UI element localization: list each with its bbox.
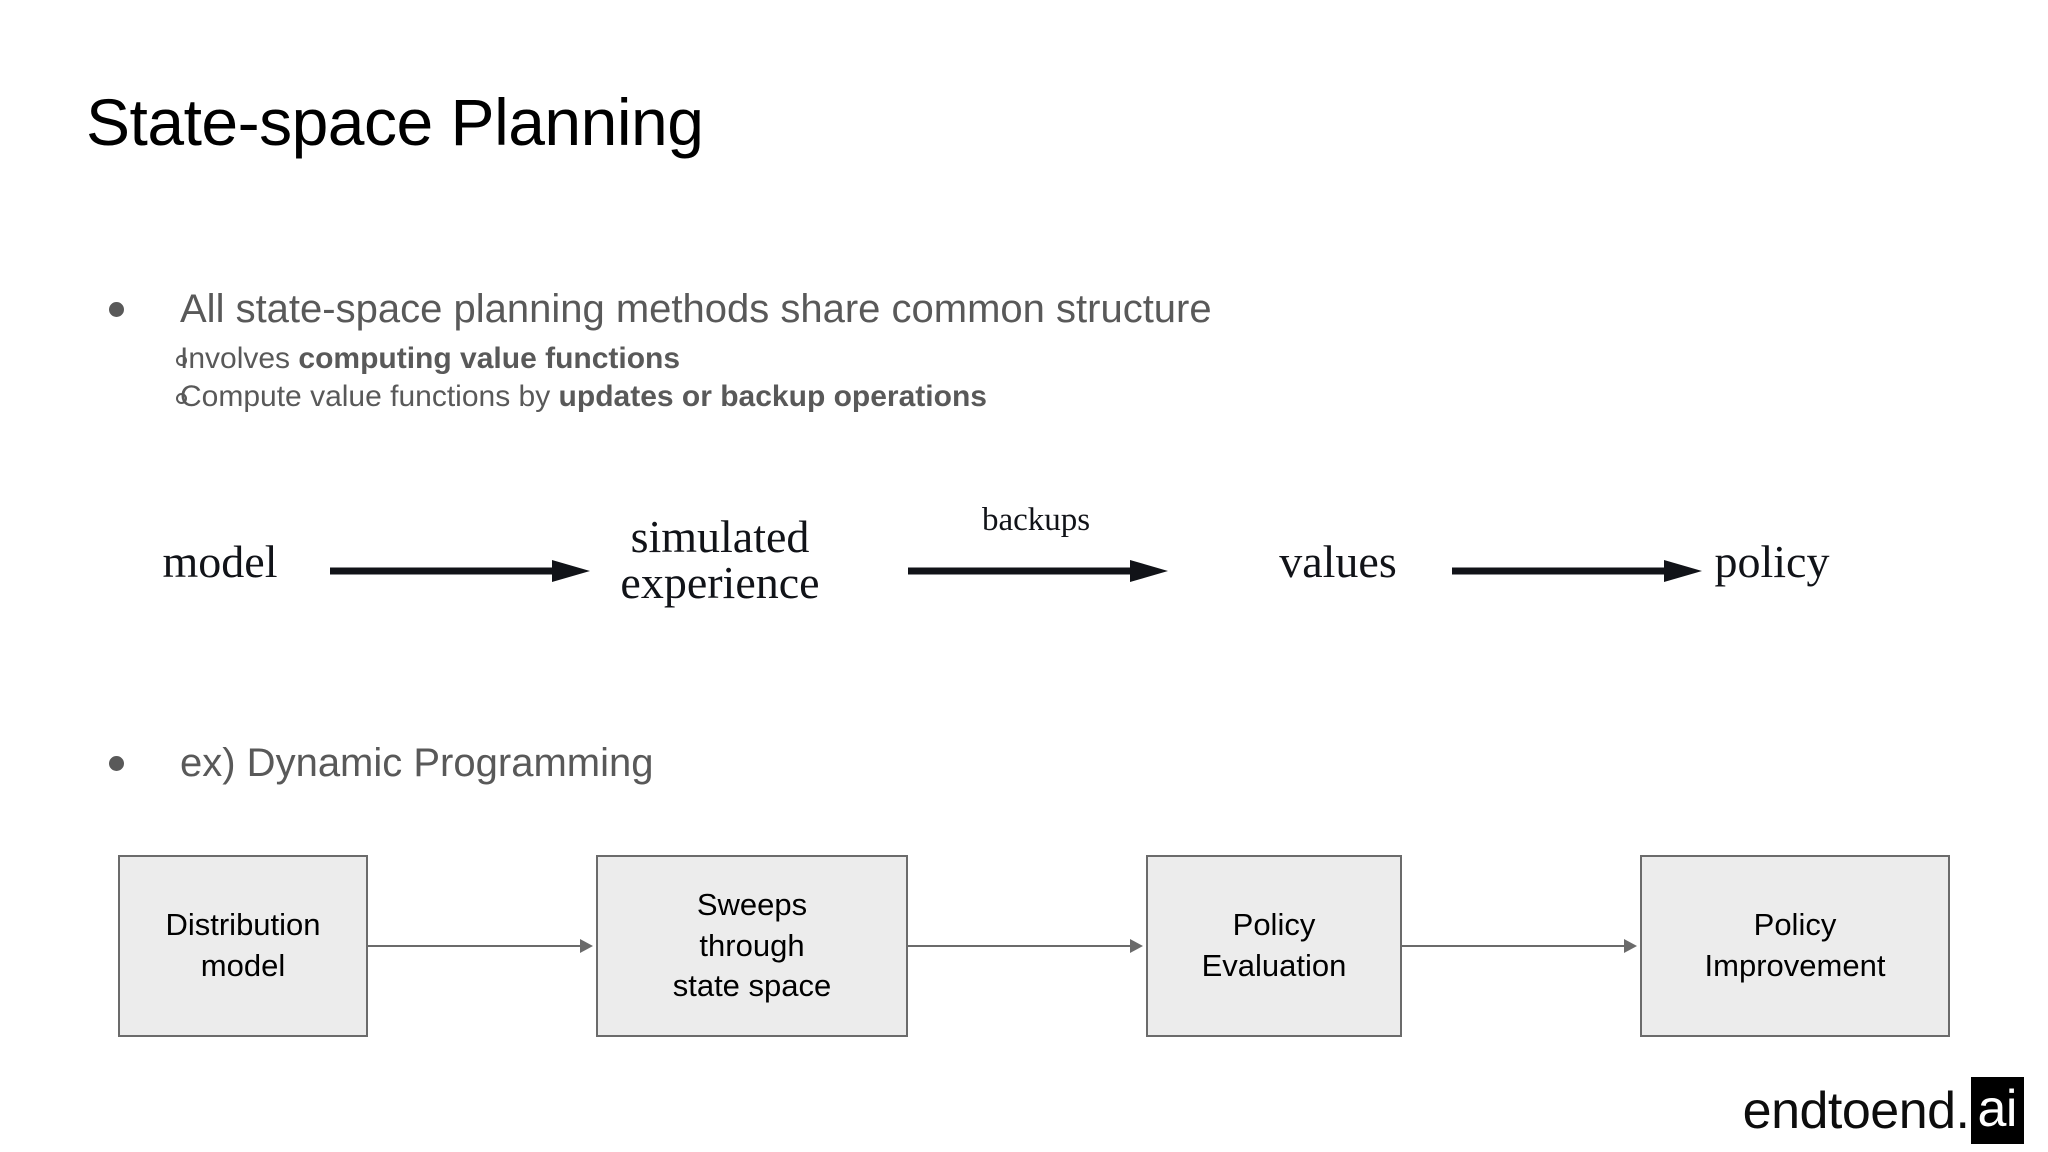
flowchart-box-1-line1: Distribution: [165, 907, 321, 943]
bullet-list-top: All state-space planning methods share c…: [100, 286, 1800, 417]
flowchart-arrowhead-3-icon: [1624, 939, 1637, 953]
subbullet-2-label: Compute value functions by updates or ba…: [180, 379, 987, 415]
diagram-node-model: model: [162, 536, 278, 587]
page-title: State-space Planning: [86, 85, 704, 159]
subbullet-1-label: Involves computing value functions: [180, 341, 680, 377]
flowchart-box-2-line3: state space: [672, 968, 832, 1004]
flowchart-arrowhead-2-icon: [1130, 939, 1143, 953]
diagram-node-simulated-experience: simulated experience: [600, 514, 840, 606]
flowchart-connector-2: [908, 945, 1130, 947]
list-item-subbullet-1: Involves computing value functions: [100, 341, 1800, 377]
list-item-bullet-1: All state-space planning methods share c…: [100, 286, 1800, 333]
diagram-arrow-experience-to-values: [908, 558, 1168, 584]
flowchart-box-policy-improvement: Policy Improvement: [1640, 855, 1950, 1037]
list-item-bullet-2: ex) Dynamic Programming: [100, 740, 1800, 787]
diagram-arrow-values-to-policy: [1452, 558, 1702, 584]
diagram-arrow-label-backups: backups: [982, 502, 1091, 538]
flowchart-box-4-line1: Policy: [1753, 907, 1837, 943]
diagram-node-simulated-experience-line2: experience: [620, 557, 820, 608]
dynamic-programming-flowchart: Distribution model Sweeps through state …: [0, 850, 2048, 1037]
flowchart-box-3-line1: Policy: [1232, 907, 1316, 943]
bullet-2-label: ex) Dynamic Programming: [180, 741, 654, 785]
subbullet-2-bold: updates or backup operations: [558, 380, 987, 414]
bullet-list-bottom: ex) Dynamic Programming: [100, 740, 1800, 795]
bullet-circle-icon: [100, 341, 187, 370]
flowchart-box-1-line2: model: [200, 948, 286, 983]
subbullet-1-plain: Involves: [180, 342, 299, 376]
flowchart-box-3-line2: Evaluation: [1201, 948, 1347, 983]
flowchart-box-4-line2: Improvement: [1704, 948, 1886, 983]
diagram-node-policy: policy: [1714, 536, 1830, 587]
flowchart-box-policy-evaluation: Policy Evaluation: [1146, 855, 1402, 1037]
logo-ai-badge: ai: [1970, 1077, 2024, 1144]
flowchart-box-distribution-model: Distribution model: [118, 855, 368, 1037]
subbullet-1-bold: computing value functions: [298, 342, 681, 376]
bullet-circle-icon: [100, 379, 187, 408]
flowchart-connector-3: [1402, 945, 1624, 947]
diagram-arrow-model-to-experience: [330, 558, 590, 584]
flowchart-arrowhead-1-icon: [580, 939, 593, 953]
planning-flow-diagram: model simulated experience backups value…: [0, 490, 2048, 640]
bullet-disc-icon: [100, 740, 180, 775]
bullet-1-label: All state-space planning methods share c…: [180, 287, 1212, 331]
diagram-node-simulated-experience-line1: simulated: [630, 511, 810, 562]
flowchart-connector-1: [368, 945, 580, 947]
diagram-node-values: values: [1279, 536, 1397, 587]
flowchart-box-2-line1: Sweeps: [696, 886, 808, 922]
endtoend-logo: endtoend. ai: [1743, 1077, 2024, 1144]
subbullet-2-plain: Compute value functions by: [180, 380, 559, 414]
list-item-subbullet-2: Compute value functions by updates or ba…: [100, 379, 1800, 415]
bullet-disc-icon: [100, 286, 180, 321]
flowchart-box-2-line2: through: [699, 927, 805, 963]
logo-wordmark: endtoend.: [1742, 1081, 1970, 1140]
flowchart-box-sweeps-through-state-space: Sweeps through state space: [596, 855, 908, 1037]
